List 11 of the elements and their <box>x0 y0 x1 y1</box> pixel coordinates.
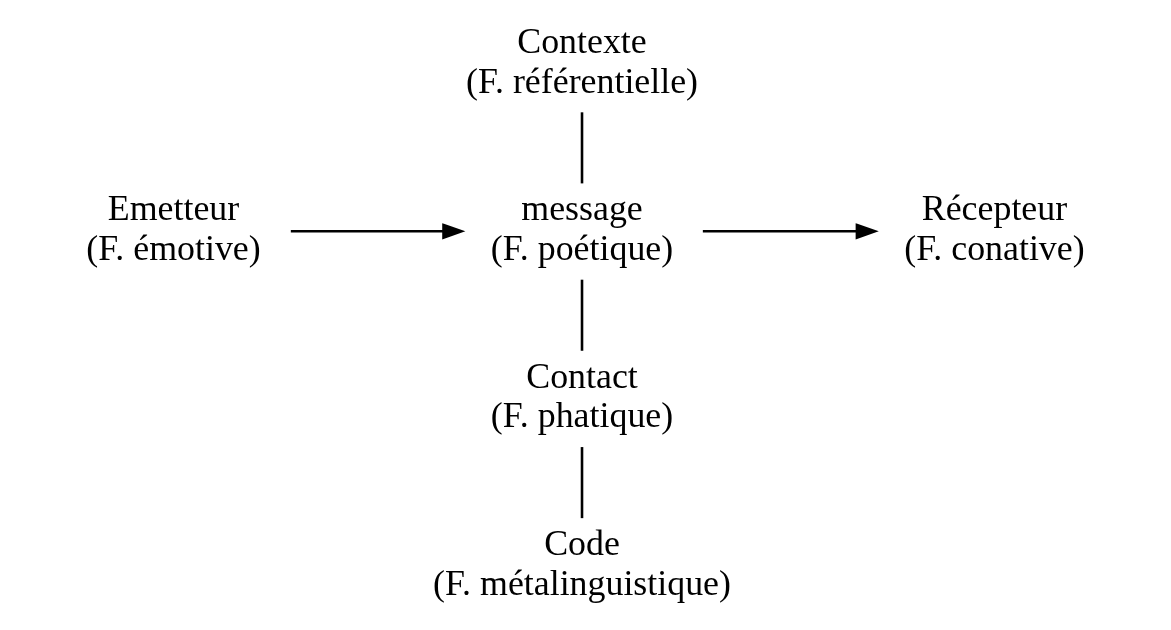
node-text: Contexte (F. référentielle) <box>465 20 699 101</box>
node-text: Code (F. métalinguistique) <box>433 522 731 603</box>
node-text: message (F. poétique) <box>490 188 674 268</box>
node-text: Contact (F. phatique) <box>490 355 674 436</box>
node-text: Emetteur (F. émotive) <box>86 188 261 268</box>
node-text: Récepteur (F. conative) <box>904 188 1085 268</box>
arrow <box>702 223 879 240</box>
arrow <box>290 223 466 240</box>
connector <box>580 112 584 184</box>
connector <box>580 279 584 351</box>
connector <box>580 447 584 519</box>
